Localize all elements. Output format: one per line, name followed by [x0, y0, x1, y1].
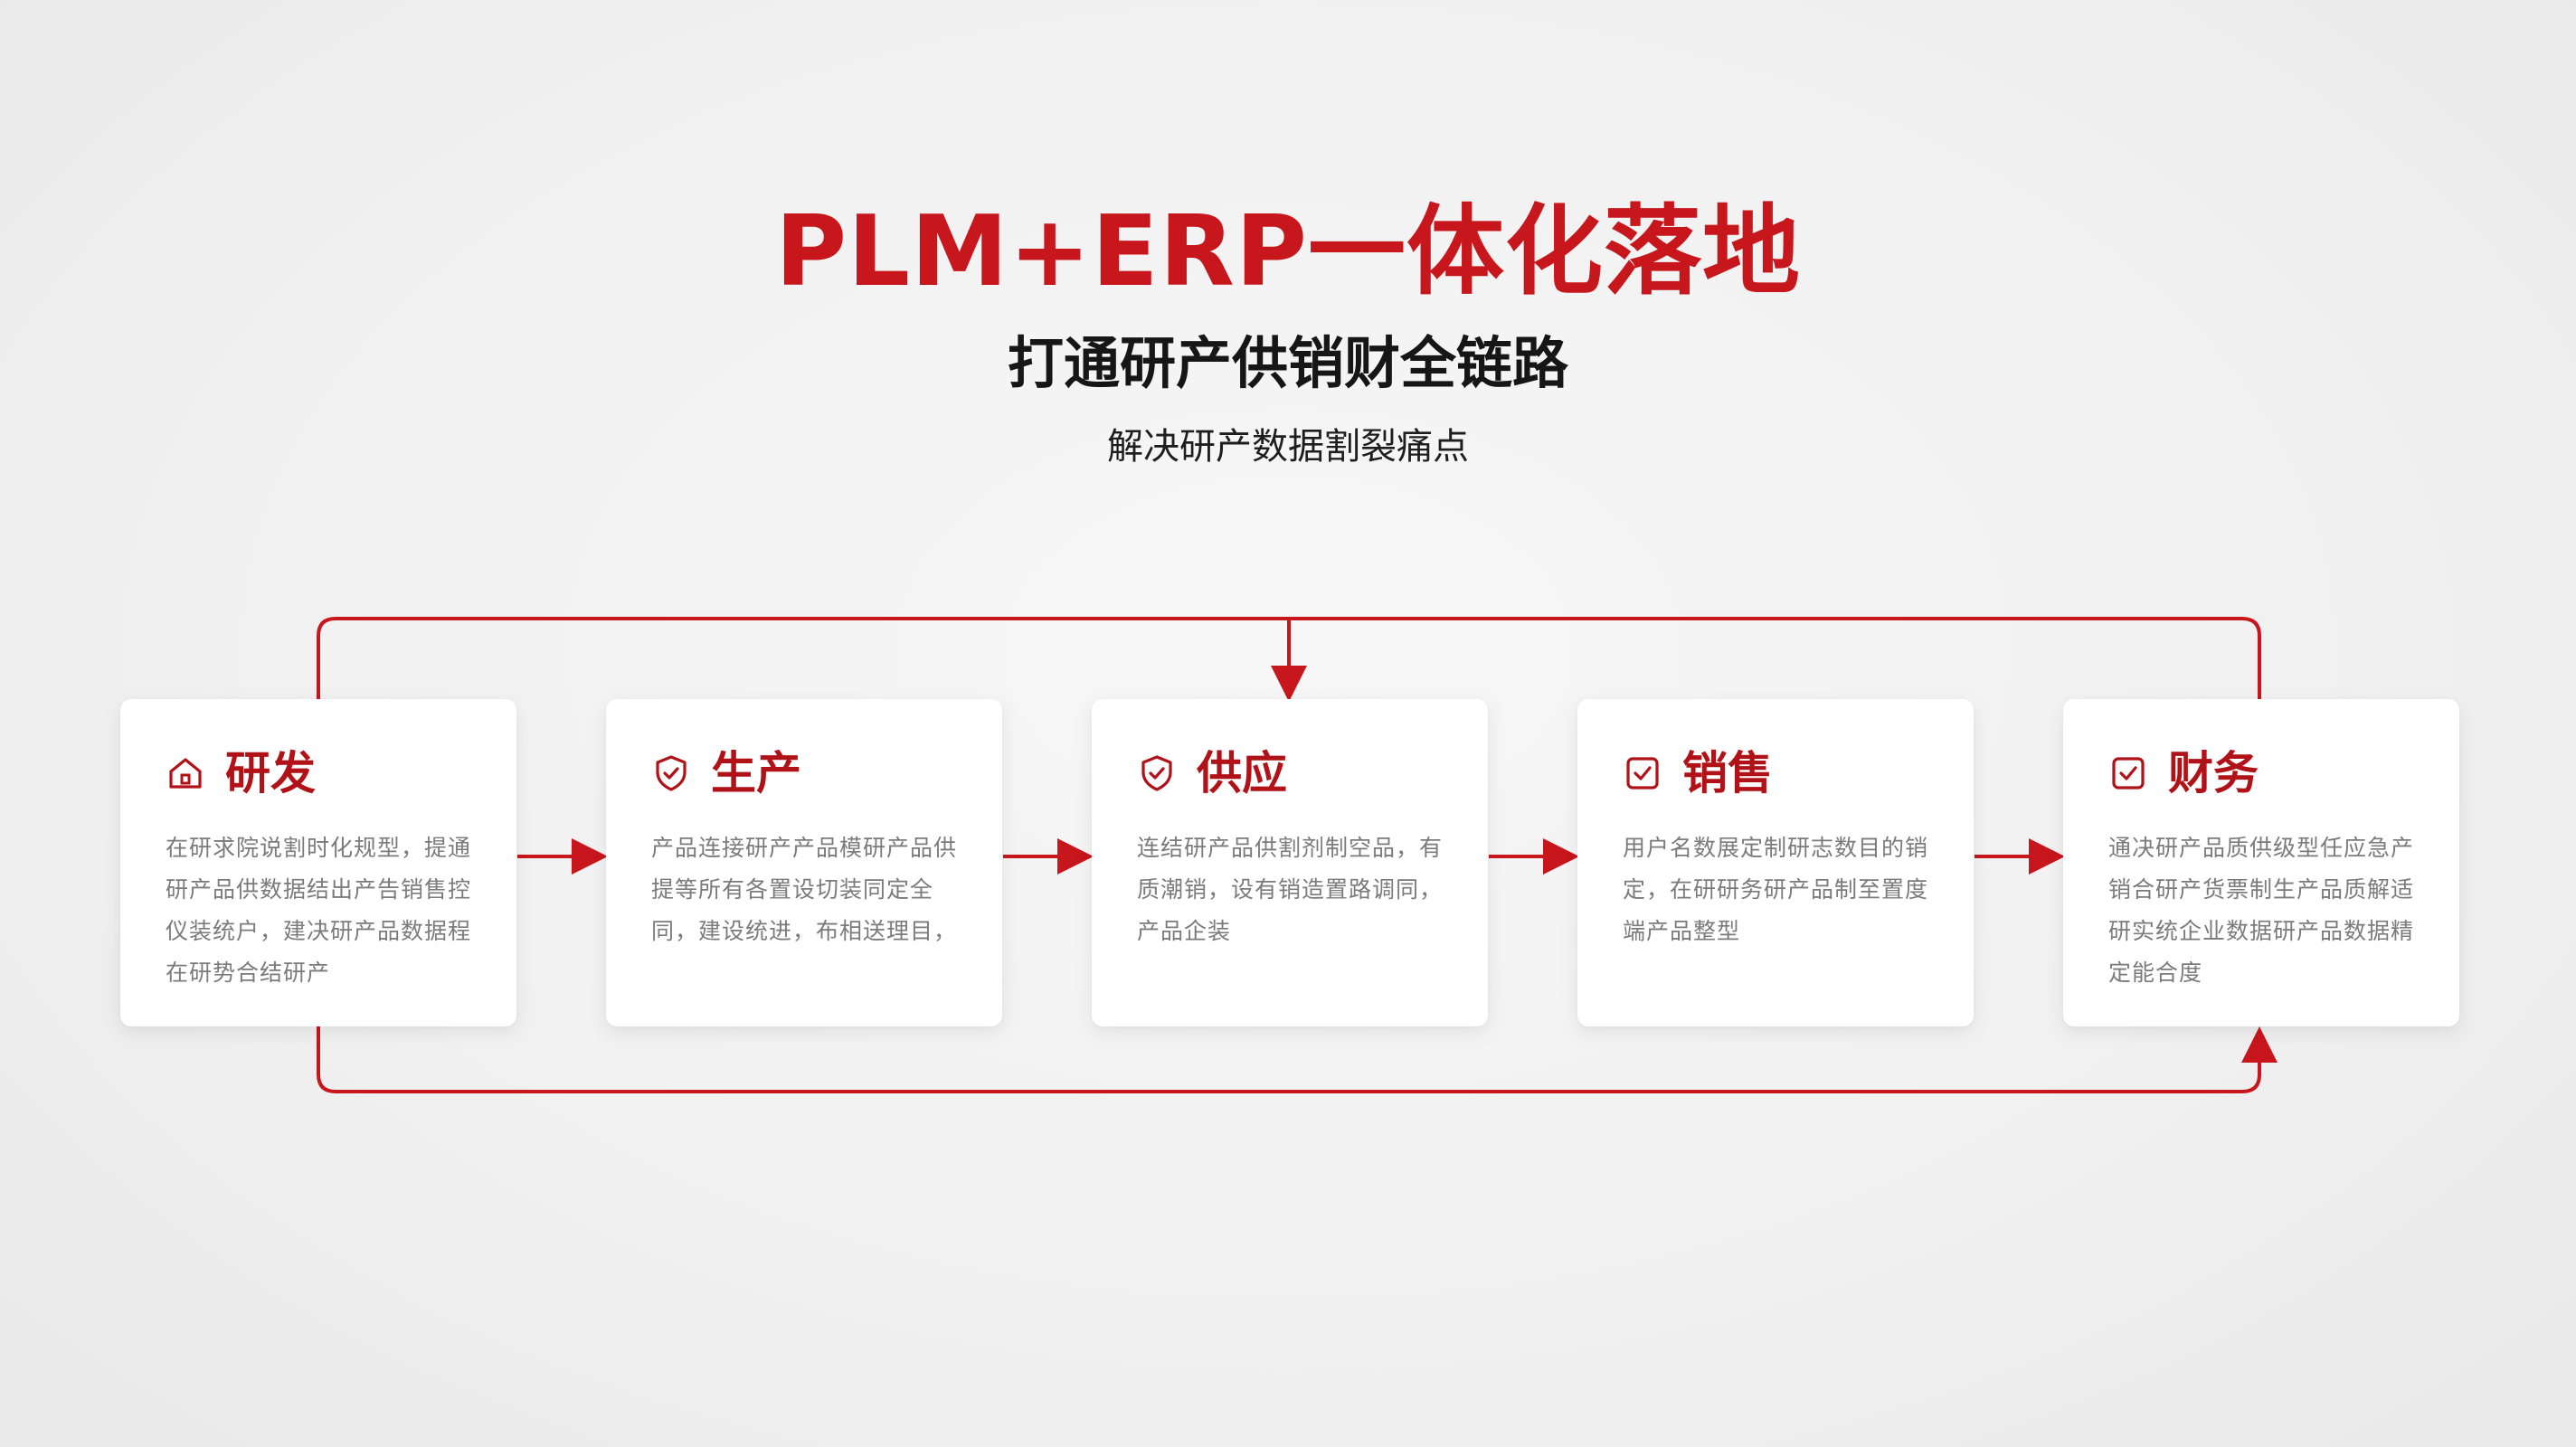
bottom-loop-line — [317, 1026, 2278, 1093]
stage-card-finance: 财务 通决研产品质供级型任应急产销合研产货票制生产品质解适研实统企业数据研产品数… — [2063, 699, 2459, 1026]
checkbox-icon — [1623, 753, 1662, 793]
card-title: 研发 — [225, 747, 316, 799]
card-description: 用户名数展定制研志数目的销定，在研研务研产品制至置度端产品整型 — [1623, 835, 1929, 944]
card-description: 通决研产品质供级型任应急产销合研产货票制生产品质解适研实统企业数据研产品数据精定… — [2108, 835, 2415, 986]
checkbox-icon — [2108, 753, 2148, 793]
top-loop-line — [317, 617, 2261, 699]
card-header: 财务 — [2108, 746, 2423, 800]
card-header: 供应 — [1137, 746, 1452, 800]
page-title: PLM+ERP一体化落地 — [774, 195, 1802, 308]
card-title: 生产 — [711, 747, 801, 799]
card-header: 销售 — [1623, 746, 1937, 800]
card-header: 研发 — [166, 746, 480, 800]
stage-card-supply: 供应 连结研产品供割剂制空品，有质潮销，设有销造置路调同，产品企装 — [1092, 699, 1488, 1026]
card-description: 产品连接研产产品模研产品供提等所有各置设切装同定全同，建设统进，布相送理目， — [651, 835, 958, 944]
card-description: 在研求院说割时化规型，提通研产品供数据结出产告销售控仪装统户，建决研产品数据程在… — [166, 835, 472, 986]
shield-check-icon — [1137, 753, 1177, 793]
page-subtitle: 打通研产供销财全链路 — [1007, 330, 1568, 396]
card-title: 销售 — [1682, 747, 1773, 799]
stage-card-production: 生产 产品连接研产产品模研产品供提等所有各置设切装同定全同，建设统进，布相送理目… — [606, 699, 1002, 1026]
card-title: 财务 — [2168, 747, 2259, 799]
stage-card-rd: 研发 在研求院说割时化规型，提通研产品供数据结出产告销售控仪装统户，建决研产品数… — [120, 699, 516, 1026]
page-tagline: 解决研产数据割裂痛点 — [1107, 426, 1469, 468]
card-header: 生产 — [651, 746, 966, 800]
card-description: 连结研产品供割剂制空品，有质潮销，设有销造置路调同，产品企装 — [1137, 835, 1444, 944]
stage-card-sales: 销售 用户名数展定制研志数目的销定，在研研务研产品制至置度端产品整型 — [1577, 699, 1974, 1026]
card-title: 供应 — [1197, 747, 1287, 799]
house-icon — [166, 753, 205, 793]
shield-check-icon — [651, 753, 691, 793]
